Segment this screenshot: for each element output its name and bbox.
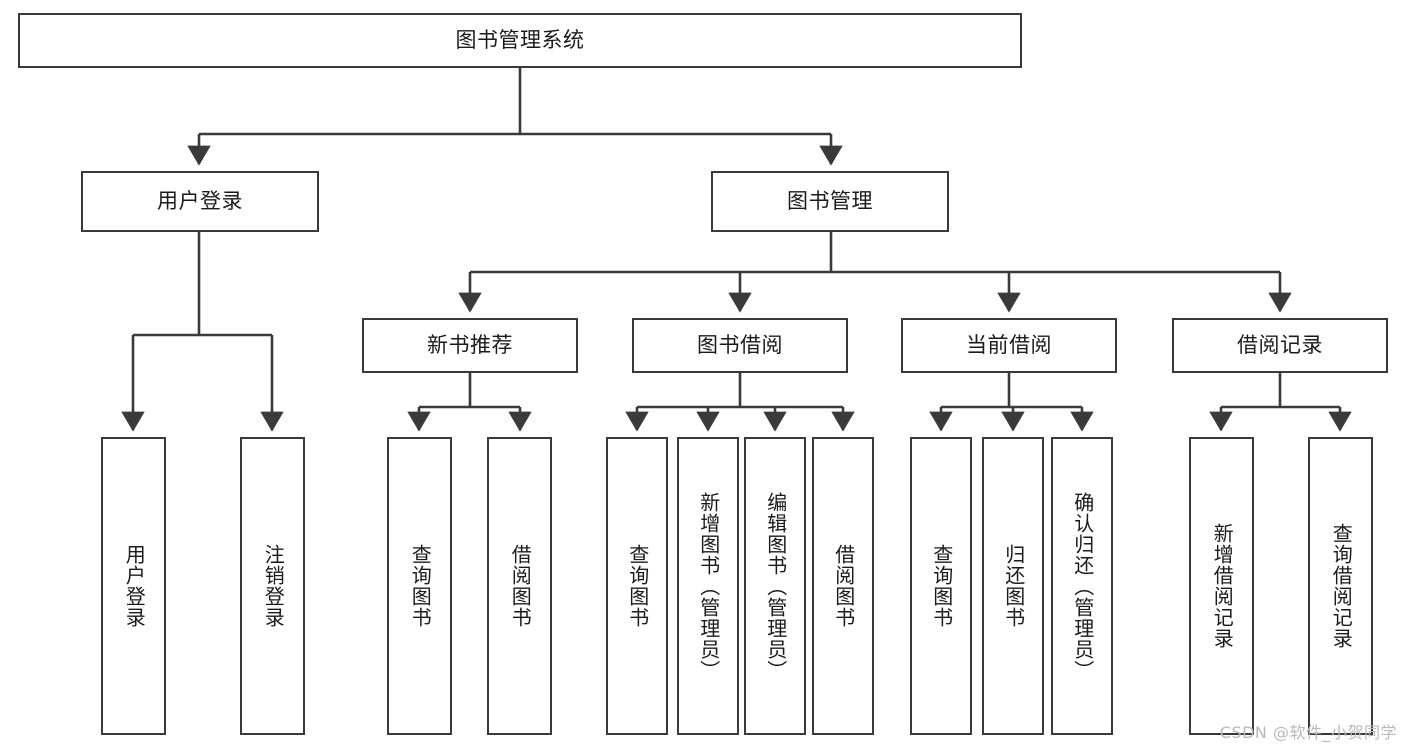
node-leaf-cb-confirm-return[interactable]: 确认归还（管理员） [1051, 437, 1113, 735]
node-borrow-record-label: 借阅记录 [1237, 333, 1323, 358]
node-leaf-cb-return-book[interactable]: 归还图书 [982, 437, 1044, 735]
node-current-borrow[interactable]: 当前借阅 [901, 318, 1117, 373]
node-book-borrow[interactable]: 图书借阅 [632, 318, 848, 373]
node-leaf-bb-add-book[interactable]: 新增图书（管理员） [677, 437, 739, 735]
node-leaf-br-add-record[interactable]: 新增借阅记录 [1189, 437, 1254, 735]
node-book-manage-label: 图书管理 [787, 189, 873, 214]
node-leaf-bb-borrow-book-label: 借阅图书 [831, 544, 856, 628]
node-leaf-br-query-record-label: 查询借阅记录 [1329, 523, 1354, 649]
node-leaf-br-query-record[interactable]: 查询借阅记录 [1308, 437, 1373, 735]
node-leaf-cb-return-book-label: 归还图书 [1001, 544, 1026, 628]
node-user-login-label: 用户登录 [157, 189, 243, 214]
node-book-borrow-label: 图书借阅 [697, 333, 783, 358]
node-leaf-user-login-label: 用户登录 [122, 544, 147, 628]
node-leaf-user-login[interactable]: 用户登录 [101, 437, 166, 735]
node-leaf-bb-query-book-label: 查询图书 [625, 544, 650, 628]
node-leaf-cb-confirm-return-label: 确认归还（管理员） [1070, 491, 1095, 681]
node-leaf-cb-query-book[interactable]: 查询图书 [910, 437, 972, 735]
node-leaf-rec-query-book-label: 查询图书 [408, 544, 433, 628]
node-user-login[interactable]: 用户登录 [81, 171, 319, 232]
node-new-book-rec-label: 新书推荐 [427, 333, 513, 358]
node-borrow-record[interactable]: 借阅记录 [1172, 318, 1388, 373]
node-leaf-bb-edit-book-label: 编辑图书（管理员） [763, 491, 788, 681]
node-new-book-rec[interactable]: 新书推荐 [362, 318, 578, 373]
node-leaf-bb-edit-book[interactable]: 编辑图书（管理员） [744, 437, 806, 735]
node-leaf-br-add-record-label: 新增借阅记录 [1210, 523, 1235, 649]
node-current-borrow-label: 当前借阅 [966, 333, 1052, 358]
node-leaf-bb-query-book[interactable]: 查询图书 [606, 437, 668, 735]
node-root-label: 图书管理系统 [455, 28, 585, 53]
node-leaf-bb-borrow-book[interactable]: 借阅图书 [812, 437, 874, 735]
node-root[interactable]: 图书管理系统 [18, 13, 1022, 68]
node-book-manage[interactable]: 图书管理 [711, 171, 949, 232]
node-leaf-bb-add-book-label: 新增图书（管理员） [696, 491, 721, 681]
node-leaf-user-logout-label: 注销登录 [261, 544, 286, 628]
node-leaf-rec-borrow-book[interactable]: 借阅图书 [487, 437, 552, 735]
node-leaf-cb-query-book-label: 查询图书 [929, 544, 954, 628]
node-leaf-rec-query-book[interactable]: 查询图书 [387, 437, 452, 735]
node-leaf-rec-borrow-book-label: 借阅图书 [508, 544, 533, 628]
node-leaf-user-logout[interactable]: 注销登录 [240, 437, 305, 735]
